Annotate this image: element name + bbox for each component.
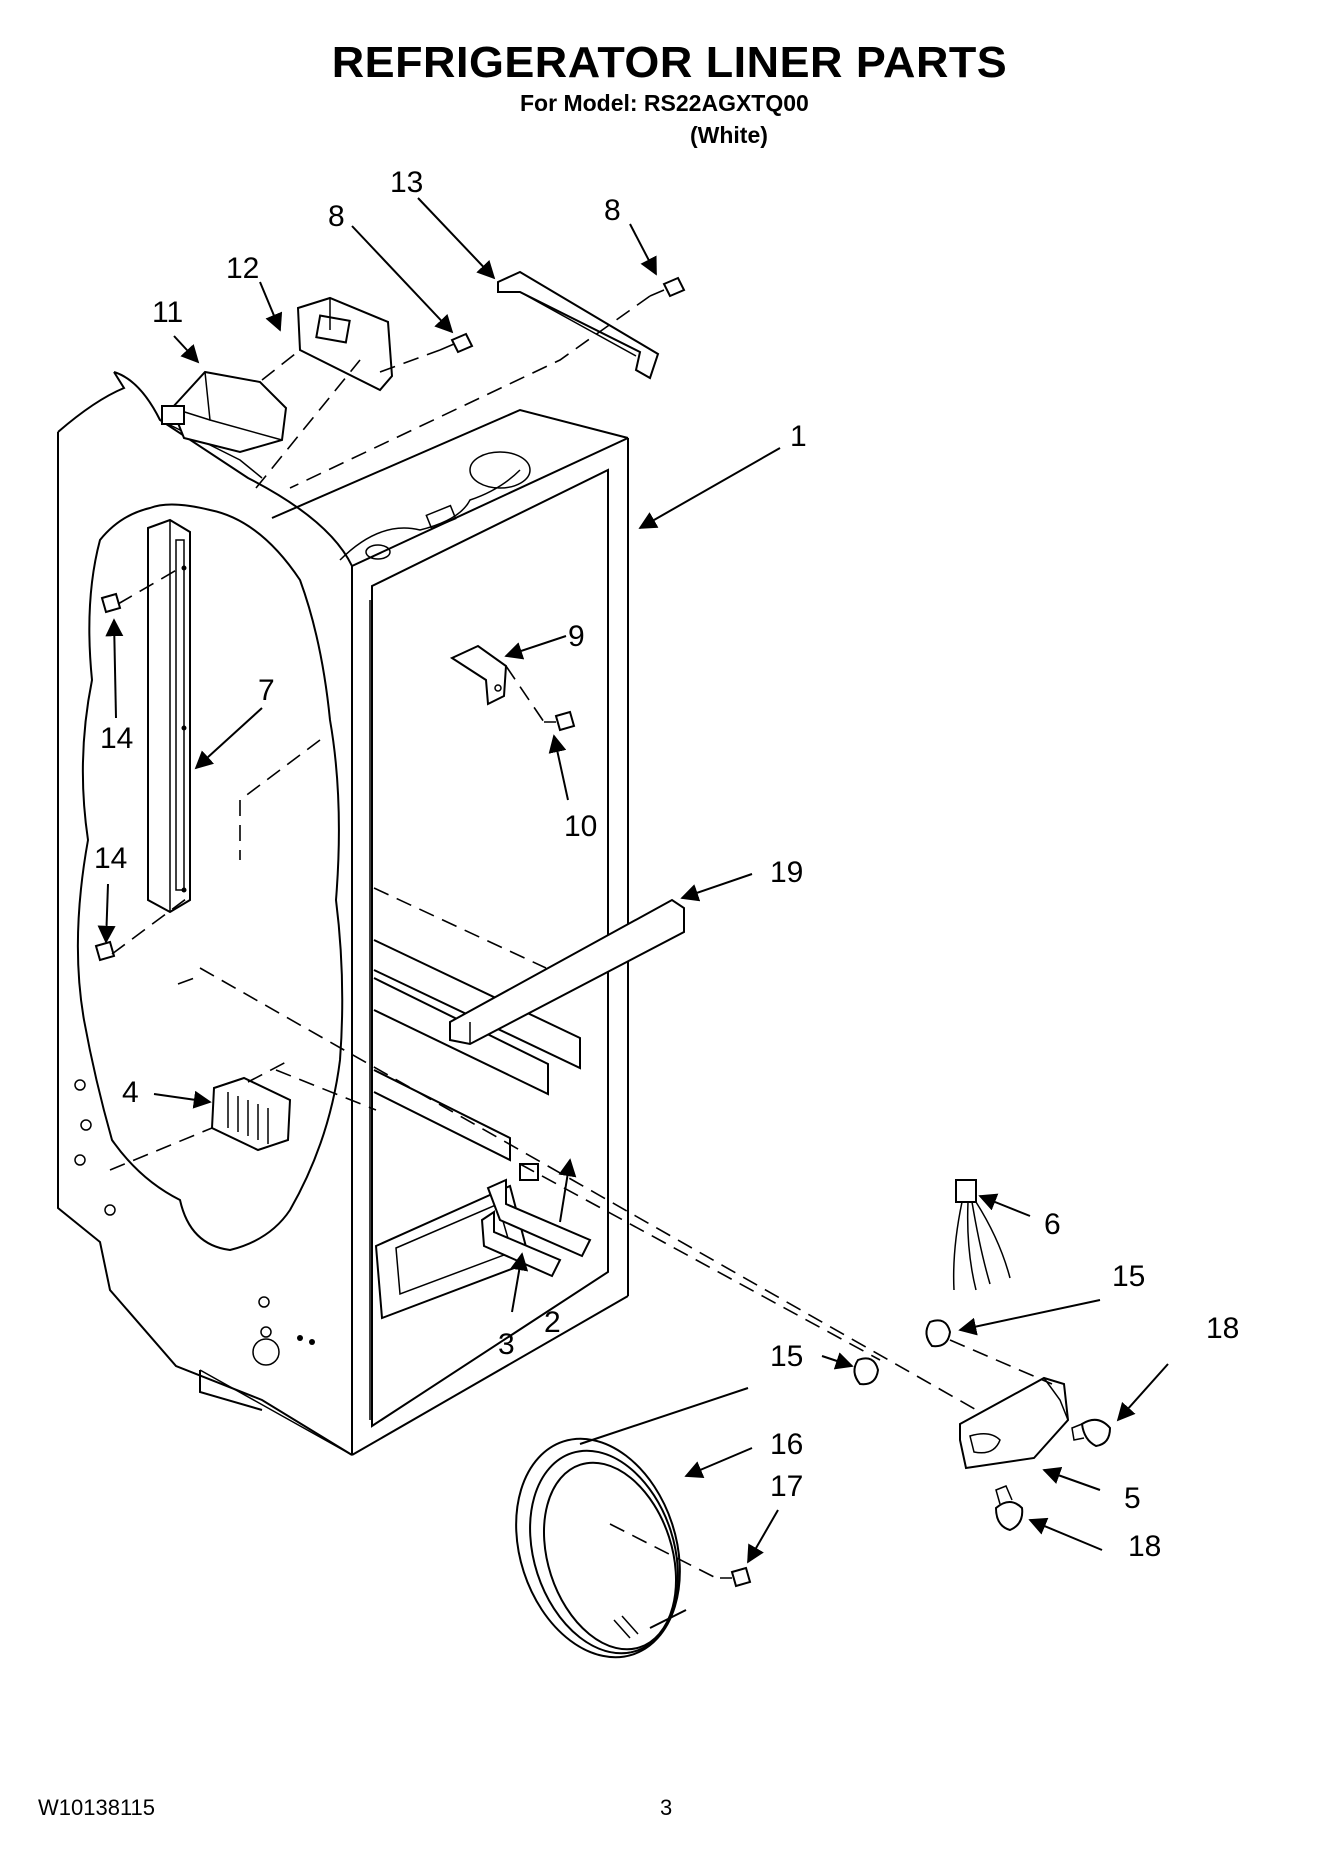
rail-slots	[175, 539, 185, 891]
page-number: 3	[660, 1795, 673, 1820]
leader-arrows	[97, 197, 1169, 1564]
callout-13: 13	[390, 166, 423, 199]
part-15-grommet-lower	[853, 1357, 880, 1386]
callout-14-upper: 14	[100, 722, 133, 755]
page-title: REFRIGERATOR LINER PARTS	[331, 38, 1008, 87]
part-6-wire-harness	[952, 1179, 1011, 1291]
part-2-bracket	[486, 1163, 592, 1258]
part-4-grille	[210, 1076, 292, 1152]
callout-17: 17	[770, 1470, 803, 1503]
part-17-screw	[720, 1566, 752, 1588]
document-id: W10138115	[38, 1795, 156, 1820]
callout-3: 3	[498, 1328, 515, 1361]
callout-4: 4	[122, 1076, 139, 1109]
callout-5: 5	[1124, 1482, 1141, 1515]
part-18-bulb-right	[1071, 1418, 1112, 1448]
liner-body	[57, 371, 629, 1456]
callout-19: 19	[770, 856, 803, 889]
part-10-screw	[544, 710, 576, 732]
part-16-tubing	[515, 1387, 749, 1659]
callout-15-lower: 15	[770, 1340, 803, 1373]
callout-11: 11	[152, 296, 183, 329]
part-9-bracket	[449, 644, 508, 706]
callout-8-left: 8	[328, 200, 345, 233]
part-14-screw-lower	[94, 940, 116, 962]
callout-6: 6	[1044, 1208, 1061, 1241]
part-5-light-housing	[959, 1376, 1070, 1470]
callout-15-upper: 15	[1112, 1260, 1145, 1293]
callout-16: 16	[770, 1428, 803, 1461]
callout-18-lower: 18	[1128, 1530, 1161, 1563]
part-11-housing	[161, 370, 288, 454]
part-12-bracket	[296, 296, 394, 392]
part-8-screw-right	[649, 276, 686, 298]
callout-2: 2	[544, 1306, 561, 1339]
part-3-bracket	[480, 1210, 562, 1278]
part-15-grommet-upper	[925, 1319, 952, 1348]
callout-18-upper: 18	[1206, 1312, 1239, 1345]
part-19-shelf-bar	[449, 898, 685, 1046]
part-18-bulb-lower	[994, 1485, 1024, 1532]
callout-12: 12	[226, 252, 259, 285]
part-14-screw-upper	[100, 592, 122, 614]
callout-8-right: 8	[604, 194, 621, 227]
callout-7: 7	[258, 674, 275, 707]
part-8-screw-left	[439, 332, 474, 354]
part-13-trim	[497, 270, 660, 380]
callout-1: 1	[790, 420, 807, 453]
color-line: (White)	[690, 122, 768, 148]
callout-10: 10	[564, 810, 597, 843]
callout-9: 9	[568, 620, 585, 653]
callout-14-lower: 14	[94, 842, 127, 875]
assembly-lines	[109, 295, 1053, 1581]
part-7-rail	[147, 518, 191, 914]
model-line: For Model: RS22AGXTQ00	[520, 90, 809, 116]
callout-labels: 1 2 3 4 5 6 7 8 8 9 10 11 12 13 14 14 15…	[94, 166, 1239, 1563]
